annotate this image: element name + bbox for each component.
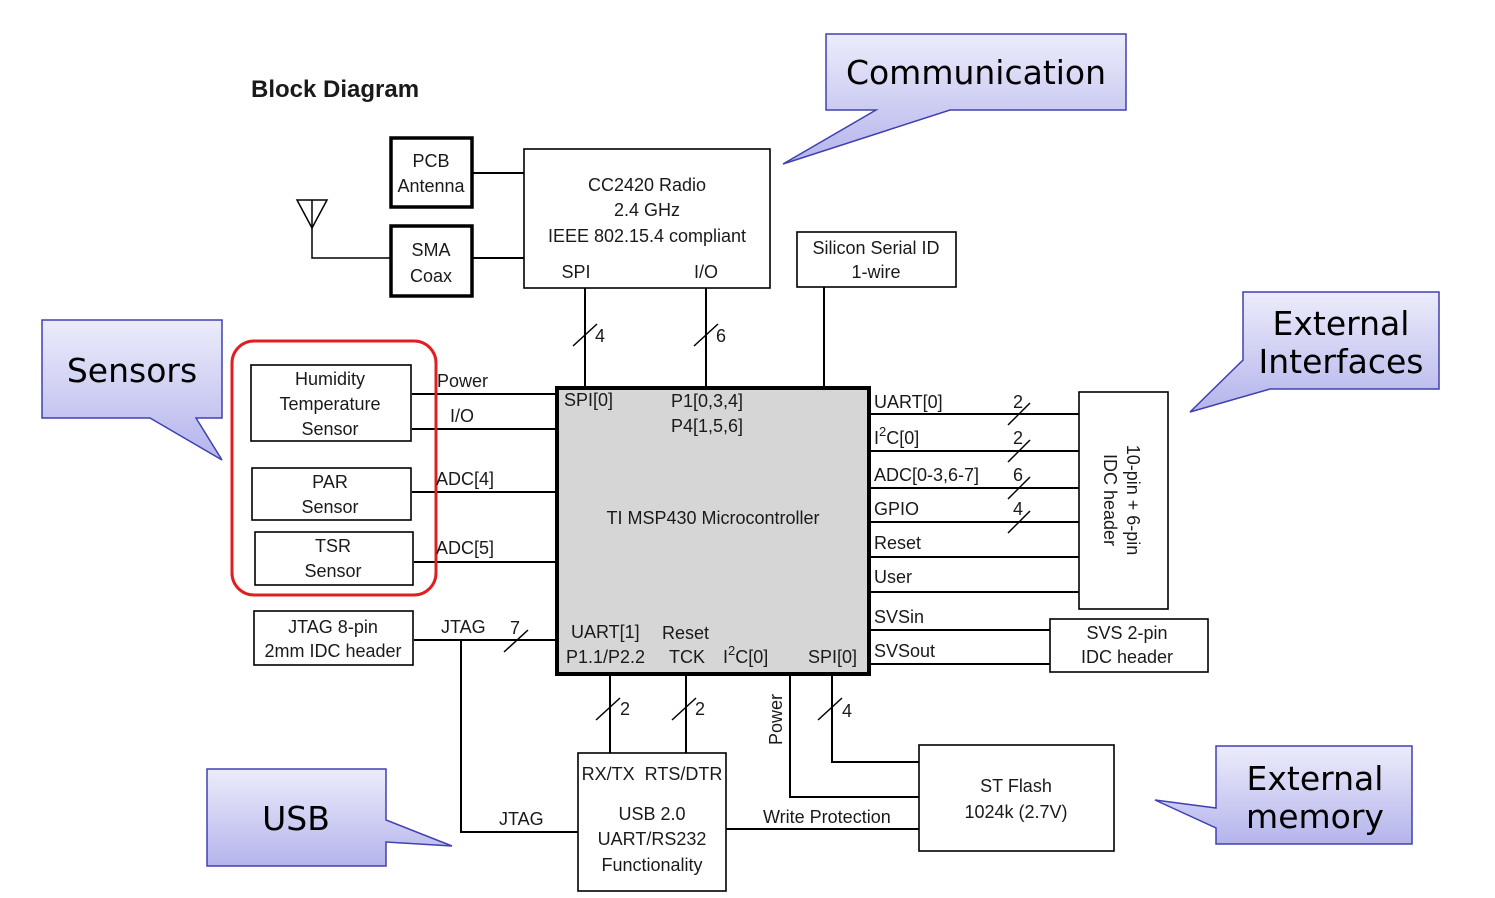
- radio-spi-pin: SPI: [561, 262, 590, 282]
- jtag-header-line1: JTAG 8-pin: [288, 617, 378, 637]
- tsr-sensor-block: TSR Sensor: [254, 531, 414, 586]
- humidity-line2: Temperature: [279, 394, 380, 414]
- idc-header-line2: IDC header: [1100, 454, 1120, 546]
- signal-power: Power: [437, 371, 488, 391]
- bus-width-gpio: 4: [1013, 499, 1023, 519]
- bus-width-jtag: 7: [510, 618, 520, 638]
- bus-width-uart0: 2: [1013, 392, 1023, 412]
- callout-external-memory: External memory: [1154, 745, 1413, 845]
- mcu-pin-adc: ADC[0-3,6-7]: [874, 465, 979, 485]
- mcu-pin-p4: P4[1,5,6]: [671, 416, 743, 436]
- callout-external-interfaces: External Interfaces: [1189, 291, 1440, 413]
- mcu-pin-i2c0-right: I2C[0]: [874, 424, 919, 448]
- antenna-icon: [295, 199, 392, 259]
- mcu-label: TI MSP430 Microcontroller: [606, 508, 819, 528]
- silicon-serial-id-block: Silicon Serial ID 1-wire: [796, 231, 957, 288]
- radio-line1: CC2420 Radio: [588, 175, 706, 195]
- humidity-line3: Sensor: [301, 419, 358, 439]
- callout-external-memory-line1: External: [1247, 759, 1384, 798]
- mcu-pin-reset-right: Reset: [874, 533, 921, 553]
- signal-write-protection: Write Protection: [763, 807, 891, 827]
- mcu-pin-uart0: UART[0]: [874, 392, 943, 412]
- bus-width-spi-flash: 4: [842, 701, 852, 721]
- jtag-header-line2: 2mm IDC header: [264, 641, 401, 661]
- bus-width-spi-radio: 4: [595, 326, 605, 346]
- par-line1: PAR: [312, 472, 348, 492]
- par-sensor-block: PAR Sensor: [251, 467, 412, 521]
- radio-io-pin: I/O: [694, 262, 718, 282]
- sma-coax-line2: Coax: [410, 266, 452, 286]
- radio-line3: IEEE 802.15.4 compliant: [548, 226, 746, 246]
- signal-adc5: ADC[5]: [436, 538, 494, 558]
- callout-external-interfaces-line1: External: [1273, 304, 1410, 343]
- bus-slashes: [503, 323, 1031, 721]
- mcu-pin-p1p2: P1.1/P2.2: [566, 647, 645, 667]
- bus-width-i2c0: 2: [1013, 428, 1023, 448]
- mcu-pin-uart1: UART[1]: [571, 622, 640, 642]
- flash-line1: ST Flash: [980, 776, 1052, 796]
- st-flash-block: ST Flash 1024k (2.7V): [918, 744, 1115, 852]
- bus-width-io-radio: 6: [716, 326, 726, 346]
- usb-block-line2: USB 2.0: [618, 804, 685, 824]
- par-line2: Sensor: [301, 497, 358, 517]
- callout-external-interfaces-line2: Interfaces: [1259, 342, 1424, 381]
- radio-line2: 2.4 GHz: [614, 200, 680, 220]
- idc-header-line1: 10-pin + 6-pin: [1123, 445, 1143, 556]
- tsr-line2: Sensor: [304, 561, 361, 581]
- callout-sensors: Sensors: [41, 319, 223, 461]
- callout-communication: Communication: [782, 33, 1127, 165]
- pcb-antenna-line1: PCB: [412, 151, 449, 171]
- flash-line2: 1024k (2.7V): [964, 802, 1067, 822]
- msp430-microcontroller-block: TI MSP430 Microcontroller SPI[0] P1[0,3,…: [555, 386, 979, 676]
- sma-coax-block: SMA Coax: [389, 224, 474, 298]
- serial-id-line1: Silicon Serial ID: [812, 238, 939, 258]
- sensors-highlight-frame: [230, 339, 438, 597]
- pcb-antenna-block: PCB Antenna: [389, 136, 474, 209]
- callout-external-memory-line2: memory: [1246, 797, 1384, 836]
- signal-jtag: JTAG: [441, 617, 486, 637]
- usb-block-line4: Functionality: [601, 855, 702, 875]
- mcu-pin-tck: TCK: [669, 647, 705, 667]
- serial-id-line2: 1-wire: [851, 262, 900, 282]
- bus-width-adc: 6: [1013, 465, 1023, 485]
- signal-adc4: ADC[4]: [436, 469, 494, 489]
- usb-block-line3: UART/RS232: [598, 829, 707, 849]
- pcb-antenna-line2: Antenna: [397, 176, 465, 196]
- mcu-pin-i2c0-bottom: I2C[0]: [723, 643, 768, 667]
- mcu-pin-reset: Reset: [662, 623, 709, 643]
- cc2420-radio-block: CC2420 Radio 2.4 GHz IEEE 802.15.4 compl…: [523, 148, 771, 289]
- mcu-pin-user: User: [874, 567, 912, 587]
- jtag-header-block: JTAG 8-pin 2mm IDC header: [253, 610, 414, 666]
- usb-block-line1: RX/TX RTS/DTR: [582, 764, 723, 784]
- mcu-pin-svsout: SVSout: [874, 641, 935, 661]
- mcu-pin-gpio: GPIO: [874, 499, 919, 519]
- callout-usb: USB: [206, 768, 453, 867]
- humidity-temperature-sensor-block: Humidity Temperature Sensor: [250, 364, 412, 442]
- idc-header-block: 10-pin + 6-pin IDC header: [1078, 391, 1169, 610]
- svs-header-line2: IDC header: [1081, 647, 1173, 667]
- callout-usb-label: USB: [262, 799, 330, 838]
- signal-io: I/O: [450, 406, 474, 426]
- callout-sensors-label: Sensors: [67, 351, 197, 390]
- svs-header-line1: SVS 2-pin: [1086, 623, 1167, 643]
- mcu-pin-p1: P1[0,3,4]: [671, 391, 743, 411]
- svs-header-block: SVS 2-pin IDC header: [1049, 618, 1209, 673]
- sma-coax-line1: SMA: [411, 240, 450, 260]
- bus-width-uart1-usb: 2: [620, 699, 630, 719]
- diagram-title: Block Diagram: [251, 76, 419, 103]
- signal-power-vertical: Power: [766, 694, 786, 745]
- mcu-pin-svsin: SVSin: [874, 607, 924, 627]
- callout-communication-label: Communication: [846, 53, 1106, 92]
- tsr-line1: TSR: [315, 536, 351, 556]
- humidity-line1: Humidity: [295, 369, 365, 389]
- bus-width-reset-usb: 2: [695, 699, 705, 719]
- mcu-pin-spi0-bottom: SPI[0]: [808, 647, 857, 667]
- usb-uart-block: RX/TX RTS/DTR USB 2.0 UART/RS232 Functio…: [577, 752, 727, 892]
- mcu-pin-spi0-top: SPI[0]: [564, 390, 613, 410]
- signal-jtag-usb: JTAG: [499, 809, 544, 829]
